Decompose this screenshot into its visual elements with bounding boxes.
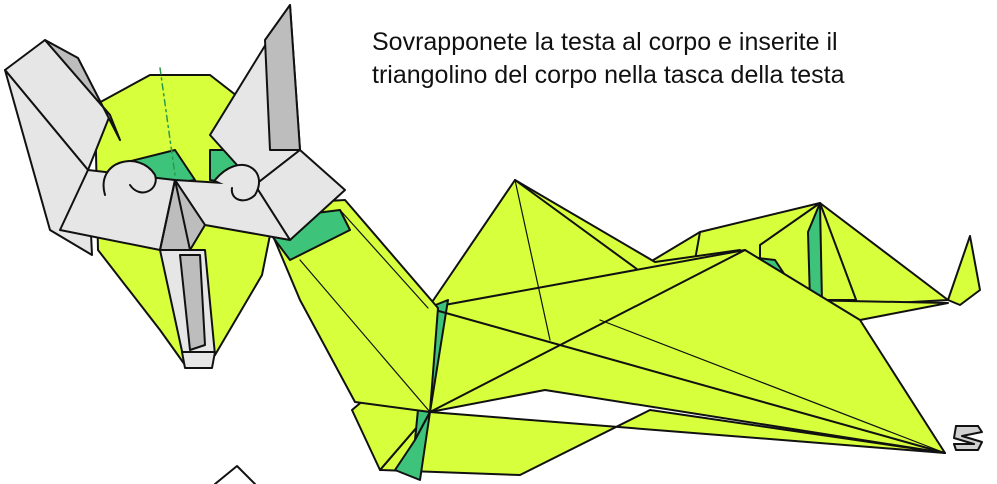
head-section	[4, 4, 346, 369]
body-section	[351, 179, 946, 481]
instruction-line-1: Sovrapponete la testa al corpo e inserit…	[372, 28, 838, 56]
push-arrow-icon	[214, 465, 256, 484]
turn-over-symbol-icon	[953, 425, 983, 451]
instruction-text: Sovrapponete la testa al corpo e inserit…	[372, 26, 972, 92]
instruction-line-2: triangolino del corpo nella tasca della …	[372, 61, 845, 89]
